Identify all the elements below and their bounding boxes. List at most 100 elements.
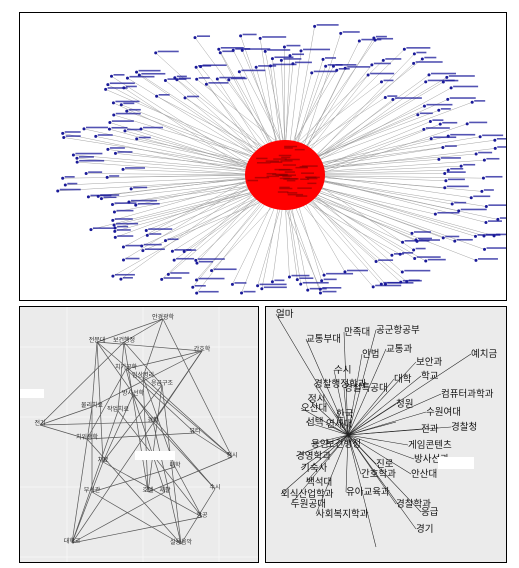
node-label-mark: [125, 257, 140, 260]
edge-line: [109, 122, 273, 174]
network-node: [194, 258, 198, 262]
node-label-mark: [419, 112, 433, 115]
network-node: [446, 134, 450, 138]
node-label-mark: [109, 82, 135, 85]
edge-line: [304, 175, 482, 192]
network-node: [299, 282, 303, 286]
node-label-mark: [496, 233, 506, 236]
network-node: [474, 258, 478, 262]
node-label-mark: [444, 145, 457, 147]
network-node: [443, 172, 447, 176]
network-node: [279, 58, 283, 62]
network-node: [144, 228, 148, 232]
network-node: [446, 168, 450, 172]
node-label-mark: [469, 121, 488, 124]
network-node: [215, 77, 219, 81]
edge-line: [86, 368, 127, 440]
network-node: [357, 39, 361, 43]
network-node: [429, 137, 433, 141]
node-label-mark: [258, 65, 277, 67]
node-label-mark: [78, 156, 94, 158]
node-label: 예치금: [471, 348, 497, 360]
node-label-mark: [432, 119, 444, 121]
node-label-mark: [418, 239, 440, 241]
network-node: [321, 57, 325, 61]
node-label-mark: [59, 188, 81, 191]
edge-line: [165, 80, 263, 161]
node-label-mark: [123, 102, 135, 105]
edge-line: [107, 149, 270, 174]
hub-label-mark: [266, 175, 280, 178]
edge-line: [114, 186, 277, 226]
redacted-label: [135, 451, 175, 460]
edge-line: [194, 37, 275, 146]
edge-line: [347, 329, 377, 436]
network-node: [424, 80, 428, 84]
edge-line: [305, 434, 349, 483]
node-label: 외식산업학과: [281, 488, 334, 500]
node-label: 만족대: [344, 327, 370, 338]
edge-line: [310, 434, 349, 445]
network-node: [163, 79, 167, 83]
network-node: [370, 63, 374, 67]
node-label: 경영학과: [296, 450, 331, 462]
node-label-mark: [325, 57, 337, 59]
node-label-mark: [370, 72, 395, 75]
edge-line: [73, 154, 262, 172]
edge-line: [290, 72, 312, 152]
hub-label-mark: [265, 160, 279, 162]
node-label-mark: [463, 163, 476, 166]
network-node: [412, 248, 416, 252]
network-node: [112, 113, 116, 117]
node-label: 호텔: [142, 486, 154, 494]
node-label-mark: [323, 278, 337, 281]
node-label-mark: [219, 76, 246, 79]
network-node: [119, 103, 123, 107]
node-label: 유아교육과: [346, 487, 390, 498]
edge-line: [102, 461, 203, 518]
node-label-mark: [404, 240, 430, 242]
node-label-mark: [442, 121, 458, 124]
network-node: [450, 202, 454, 206]
network-node: [374, 260, 378, 264]
node-label-mark: [322, 287, 342, 289]
edge-line: [152, 421, 216, 490]
node-label-mark: [122, 276, 133, 279]
node-label: 부사관: [84, 486, 101, 494]
edge-line: [302, 99, 448, 165]
network-node: [493, 138, 497, 142]
node-label: 안산대: [411, 469, 437, 480]
edge-line: [71, 350, 203, 544]
hub-label-mark: [278, 154, 292, 157]
node-label-mark: [499, 217, 506, 219]
node-label-mark: [383, 79, 394, 82]
node-label: 수시: [209, 484, 220, 491]
node-label: 연세대: [326, 419, 352, 430]
node-label: 수원여대: [426, 406, 461, 418]
edge-line: [347, 361, 417, 436]
edge-line: [317, 189, 485, 250]
edge-line: [305, 338, 349, 436]
node-label-mark: [496, 138, 506, 140]
network-node: [320, 279, 324, 283]
network-node: [416, 113, 420, 117]
edge-line: [71, 410, 119, 544]
edge-line: [39, 341, 125, 426]
network-node: [104, 87, 108, 91]
edge-line: [347, 434, 362, 475]
network-node: [446, 97, 450, 101]
network-node: [343, 66, 347, 70]
edge-line: [233, 50, 284, 147]
network-node: [481, 176, 485, 180]
hub-label-mark: [256, 157, 268, 160]
node-label-mark: [65, 135, 81, 137]
network-node: [75, 156, 79, 160]
node-label-mark: [445, 79, 459, 82]
node-label-mark: [487, 220, 502, 222]
hub-label-mark: [254, 176, 270, 179]
hub-label-mark: [270, 161, 283, 163]
node-label-mark: [424, 56, 437, 59]
node-label-mark: [313, 70, 337, 73]
edge-line: [142, 195, 276, 251]
node-label: 경찰학과: [396, 498, 431, 510]
